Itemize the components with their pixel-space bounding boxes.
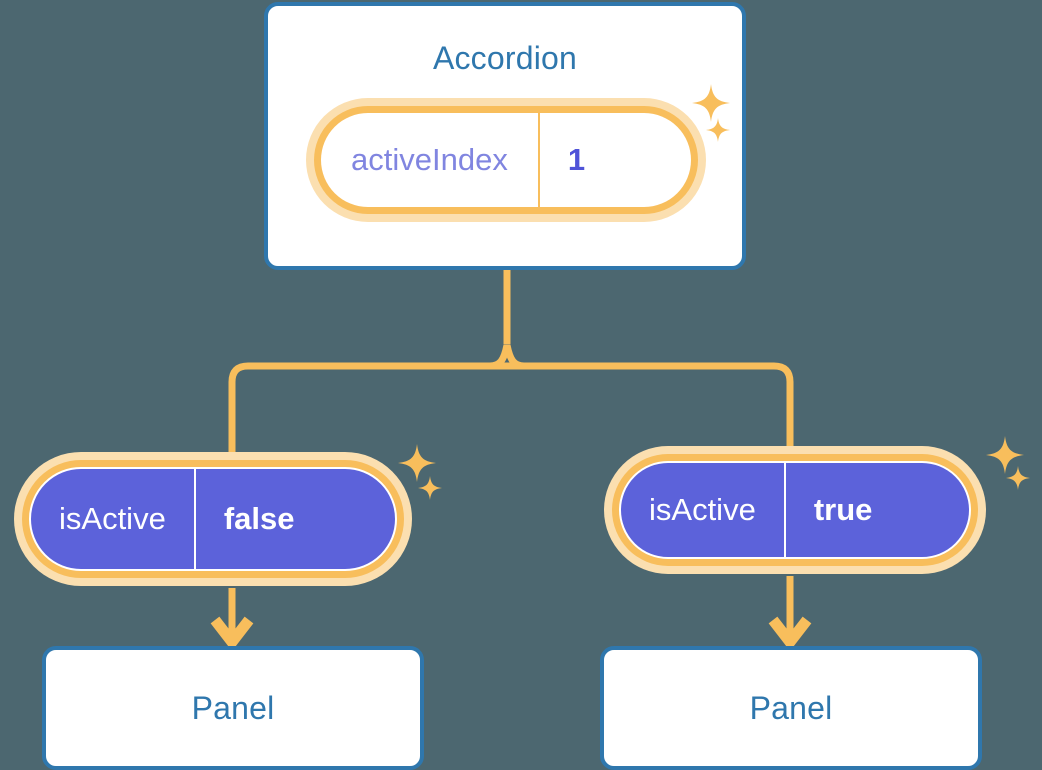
accordion-title: Accordion <box>432 40 578 76</box>
state-value-is-active-right: true <box>783 463 901 557</box>
pill-ring: isActive false <box>22 460 404 578</box>
sparkle-icon <box>398 444 436 482</box>
state-value-active-index: 1 <box>537 113 613 207</box>
panel-title-left: Panel <box>191 689 275 726</box>
sparkle-icon <box>1006 466 1030 490</box>
pill-body: activeIndex 1 <box>321 113 691 207</box>
sparkle-icon <box>418 476 442 500</box>
panel-component-card-right[interactable]: Panel <box>600 646 982 770</box>
arrow-down-icon-left-head <box>210 616 254 651</box>
sparkle-icon <box>692 84 730 122</box>
sparkle-icon <box>706 118 730 142</box>
pill-body: isActive true <box>619 461 971 559</box>
state-pill-is-active-true[interactable]: isActive true <box>604 446 986 574</box>
panel-component-card-left[interactable]: Panel <box>42 646 424 770</box>
arrow-down-icon-right-head <box>768 616 812 651</box>
connector-branch-right <box>503 362 794 450</box>
state-key-is-active-right: isActive <box>649 492 756 527</box>
state-key-is-active-left: isActive <box>59 501 166 536</box>
pill-ring: isActive true <box>612 454 978 566</box>
state-key-active-index: activeIndex <box>351 142 508 177</box>
connector-branch-left <box>228 362 511 456</box>
state-pill-is-active-false[interactable]: isActive false <box>14 452 412 586</box>
sparkle-icon <box>986 436 1024 474</box>
panel-title-right: Panel <box>749 689 833 726</box>
pill-ring: activeIndex 1 <box>314 106 698 214</box>
state-value-is-active-left: false <box>193 469 323 569</box>
state-pill-active-index[interactable]: activeIndex 1 <box>306 98 706 222</box>
pill-body: isActive false <box>29 467 397 571</box>
